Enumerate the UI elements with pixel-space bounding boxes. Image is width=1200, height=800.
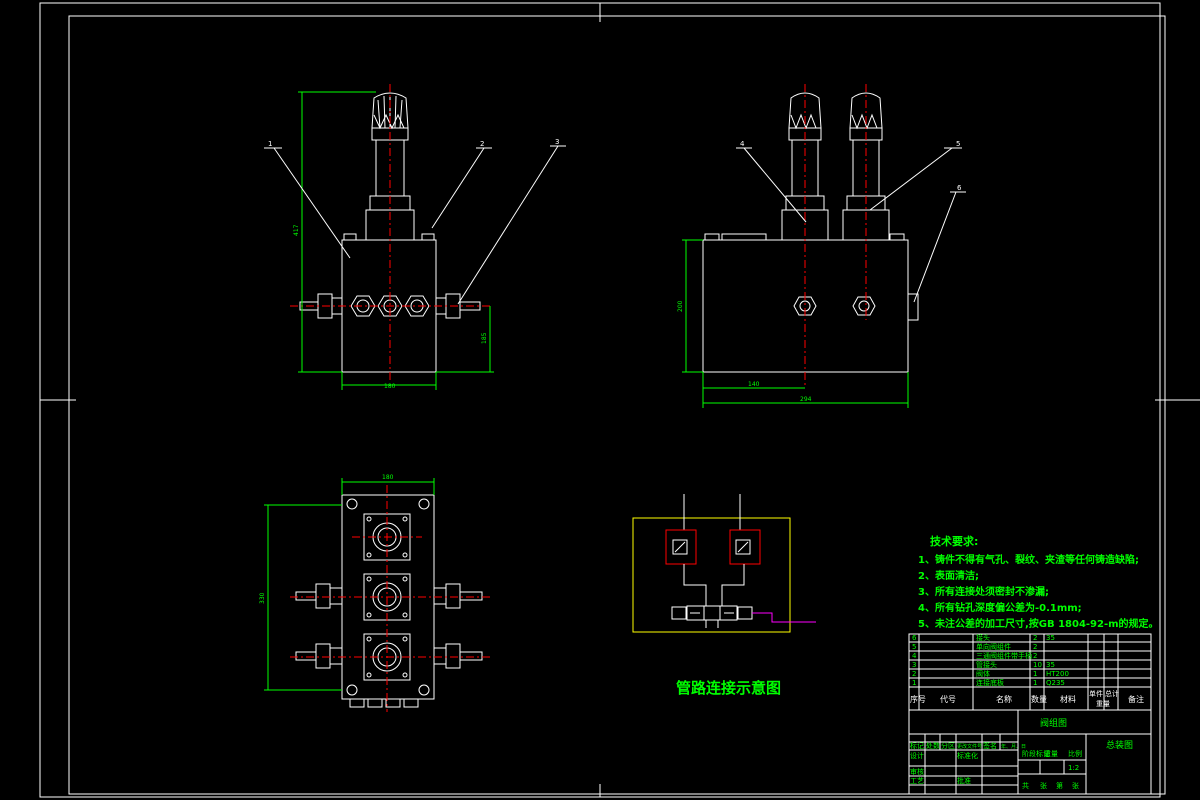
dim-top-width: 180: [382, 474, 394, 481]
bom-row-2-mat: HT200: [1046, 670, 1069, 678]
part-label-1: 1: [268, 140, 272, 148]
leader-3: [457, 145, 559, 305]
bom-table: [908, 633, 1152, 795]
schematic-caption: 管路连接示意图: [676, 679, 781, 697]
tech-req-item-5: 5、未注公差的加工尺寸,按GB 1804-92-m的规定。: [918, 617, 1159, 630]
tb-zone: 分区: [941, 741, 955, 750]
part-label-3: 3: [555, 138, 559, 146]
part-label-4: 4: [740, 140, 745, 148]
bom-header-name: 名称: [996, 694, 1012, 704]
part-label-5: 5: [956, 140, 960, 148]
bom-header-mat: 材料: [1060, 694, 1076, 704]
tb-weight: 重量: [1044, 750, 1058, 758]
leader-4: [743, 147, 807, 223]
tech-req-title: 技术要求:: [930, 534, 978, 548]
tb-mark: 标记: [910, 741, 924, 750]
bom-row-6-name: 接头: [976, 633, 990, 642]
bom-header-total: 总计: [1105, 689, 1119, 698]
tb-sign: 签名: [983, 741, 997, 750]
tb-count: 处数: [926, 741, 940, 750]
drawing-name: 阀组图: [1040, 717, 1067, 729]
front-view: [290, 84, 494, 390]
bom-header-qty: 数量: [1031, 694, 1047, 704]
bom-row-3-name: 管接头: [976, 660, 997, 669]
tb-page: 第: [1056, 781, 1063, 790]
tech-req-item-1: 1、铸件不得有气孔、裂纹、夹渣等任何铸造缺陷;: [918, 553, 1139, 566]
tb-sheet2: 张: [1040, 781, 1047, 790]
bom-row-4-qty: 2: [1033, 652, 1037, 660]
bom-header-code: 代号: [940, 694, 956, 704]
part-label-2: 2: [480, 140, 484, 148]
leader-6: [913, 191, 957, 303]
bom-row-5-no: 5: [912, 643, 916, 651]
bom-row-6-qty: 2: [1033, 634, 1037, 642]
tb-page2: 张: [1072, 781, 1079, 790]
tb-change-doc: 更改文件号: [957, 743, 982, 750]
tb-design: 设计: [910, 751, 924, 760]
dim-top-height: 330: [259, 592, 266, 604]
bom-row-2-no: 2: [912, 670, 916, 678]
bom-header-remark: 备注: [1128, 694, 1144, 704]
leader-2: [431, 147, 485, 229]
bom-row-3-no: 3: [912, 661, 916, 669]
dim-side-width: 294: [800, 396, 812, 403]
bom-row-1-no: 1: [912, 679, 916, 687]
tech-req-item-2: 2、表面清洁;: [918, 569, 979, 582]
bom-row-4-no: 4: [912, 652, 917, 660]
tb-review: 审核: [910, 767, 924, 776]
company-name: 总装图: [1106, 739, 1133, 751]
bom-header-unit: 单件: [1089, 689, 1103, 698]
bom-row-1-mat: Q235: [1046, 679, 1065, 687]
dim-front-width: 180: [384, 383, 396, 390]
tb-approve: 批准: [957, 776, 971, 785]
inner-border: [68, 15, 1166, 795]
bom-row-6-no: 6: [912, 634, 917, 642]
bom-row-1-name: 连接底板: [976, 678, 1004, 687]
tech-req-item-3: 3、所有连接处须密封不渗漏;: [918, 585, 1049, 598]
bom-row-2-qty: 1: [1033, 670, 1037, 678]
bom-row-4-name: 三通阀组件带手柄: [976, 651, 1032, 660]
leader-1: [273, 147, 351, 259]
tb-scale: 比例: [1068, 749, 1082, 758]
tb-sheet: 共: [1022, 781, 1029, 790]
dim-side-port-offset: 140: [748, 381, 760, 388]
piping-schematic: [632, 494, 816, 633]
bom-row-5-qty: 2: [1033, 643, 1037, 651]
tech-req-item-4: 4、所有钻孔深度偏公差为-0.1mm;: [918, 601, 1082, 614]
tb-process: 工艺: [910, 777, 924, 785]
leader-5: [869, 147, 953, 211]
tb-stage: 阶段标记: [1022, 749, 1050, 758]
side-view: [682, 84, 919, 408]
tb-standard: 标准化: [957, 751, 978, 760]
bom-row-3-qty: 10: [1033, 661, 1042, 669]
dim-front-port-offset: 185: [481, 332, 488, 344]
bom-row-1-qty: 1: [1033, 679, 1037, 687]
bom-row-3-mat: 35: [1046, 661, 1055, 669]
tb-scale-value: 1:2: [1068, 764, 1079, 772]
dim-side-height: 200: [677, 300, 684, 312]
bom-header-no: 序号: [910, 694, 926, 704]
bom-row-2-name: 阀体: [976, 669, 990, 678]
tb-date: 年、月、日: [1001, 743, 1026, 750]
top-view: [264, 478, 490, 712]
dim-front-height: 417: [293, 224, 300, 236]
bom-row-5-name: 单向阀组件: [976, 642, 1011, 651]
bom-header-weight: 重量: [1096, 700, 1110, 708]
part-label-6: 6: [957, 184, 962, 192]
bom-row-6-mat: 35: [1046, 634, 1055, 642]
